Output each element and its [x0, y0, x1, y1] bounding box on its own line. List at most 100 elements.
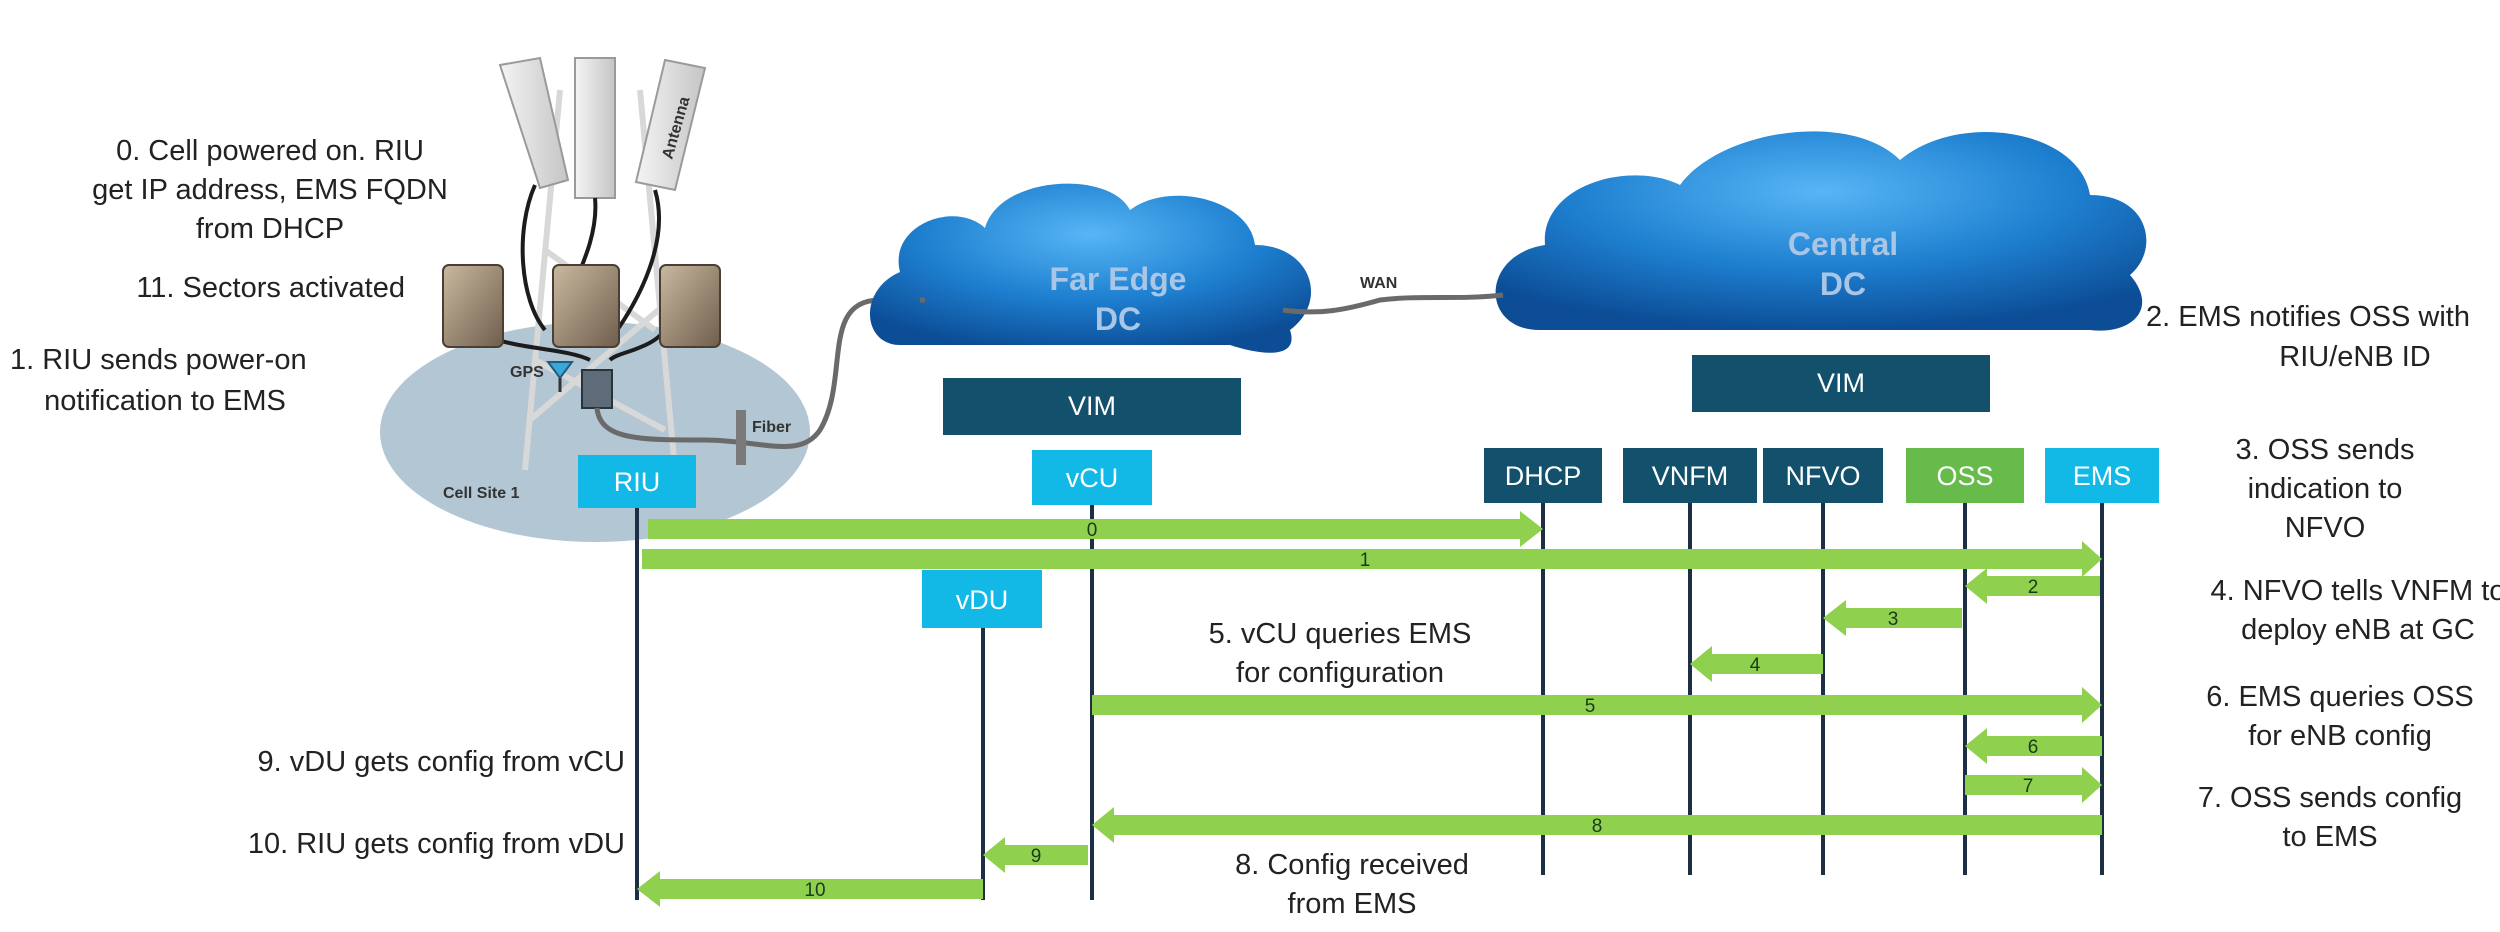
svg-text:1. RIU sends power-on: 1. RIU sends power-on	[10, 344, 307, 376]
vcu-box	[1032, 450, 1152, 505]
message-num-1: 1	[1360, 550, 1371, 571]
svg-text:deploy eNB at GC: deploy eNB at GC	[2241, 614, 2475, 646]
step-4-text: 4. NFVO tells VNFM to deploy eNB at GC	[2211, 575, 2500, 646]
message-arrow-10	[637, 871, 983, 907]
svg-text:NFVO: NFVO	[2285, 512, 2366, 544]
svg-text:for configuration: for configuration	[1236, 657, 1444, 689]
vdu-box	[922, 570, 1042, 628]
ems-box	[2045, 448, 2159, 503]
svg-text:7. OSS sends config: 7. OSS sends config	[2198, 782, 2462, 814]
step-2-text: 2. EMS notifies OSS with RIU/eNB ID	[2146, 301, 2470, 373]
step-9-text: 9. vDU gets config from vCU	[258, 746, 625, 778]
fiber-connector	[736, 410, 746, 465]
message-num-4: 4	[1750, 655, 1761, 676]
svg-text:for eNB config: for eNB config	[2248, 720, 2432, 752]
step-0-text: 0. Cell powered on. RIU get IP address, …	[92, 135, 448, 245]
cell-site-illustration: Antenna GPS Fiber Cell Site 1	[380, 56, 925, 542]
central-label-2: DC	[1820, 266, 1866, 302]
step-3-text: 3. OSS sends indication to NFVO	[2236, 434, 2415, 544]
message-num-10: 10	[804, 880, 825, 901]
far-edge-cloud: Far Edge DC	[869, 183, 1312, 353]
svg-text:get IP address, EMS FQDN: get IP address, EMS FQDN	[92, 174, 448, 206]
message-num-6: 6	[2028, 737, 2039, 758]
riu-label: RIU	[614, 467, 661, 497]
message-num-9: 9	[1031, 846, 1042, 867]
svg-text:notification to EMS: notification to EMS	[44, 385, 286, 417]
message-arrow-7	[1965, 767, 2102, 803]
message-arrow-6	[1965, 728, 2102, 764]
step-5-text: 5. vCU queries EMS for configuration	[1209, 618, 1472, 689]
vim-far-edge-label: VIM	[1068, 391, 1116, 421]
svg-text:5. vCU queries EMS: 5. vCU queries EMS	[1209, 618, 1472, 650]
fiber-cable	[594, 297, 925, 450]
oss-label: OSS	[1936, 461, 1993, 491]
cloud-icon	[1495, 131, 2147, 331]
svg-text:10. RIU gets config from vDU: 10. RIU gets config from vDU	[248, 828, 625, 860]
svg-text:3. OSS sends: 3. OSS sends	[2236, 434, 2415, 466]
central-cloud: Central DC	[1495, 131, 2147, 331]
wan-label: WAN	[1360, 275, 1397, 292]
riu-box	[578, 455, 696, 508]
cell-site-area	[380, 322, 810, 542]
gps-icon	[546, 361, 574, 392]
svg-text:9. vDU gets config from vCU: 9. vDU gets config from vCU	[258, 746, 625, 778]
step-11-text: 11. Sectors activated	[136, 272, 405, 304]
dhcp-box	[1484, 448, 1602, 503]
step-6-text: 6. EMS queries OSS for eNB config	[2206, 681, 2474, 752]
svg-text:8. Config received: 8. Config received	[1235, 849, 1469, 881]
svg-text:11. Sectors activated: 11. Sectors activated	[136, 272, 405, 304]
vdu-label: vDU	[956, 585, 1009, 615]
step-8-text: 8. Config received from EMS	[1235, 849, 1469, 920]
far-edge-label-1: Far Edge	[1050, 261, 1187, 297]
oss-box	[1906, 448, 2024, 503]
radio-unit-icon	[442, 264, 721, 409]
wan-link	[1282, 292, 1504, 315]
cell-site-label: Cell Site 1	[443, 485, 520, 502]
vim-central-box	[1692, 355, 1990, 412]
cloud-icon	[869, 183, 1312, 353]
vnfm-label: VNFM	[1652, 461, 1729, 491]
vnfm-box	[1623, 448, 1757, 503]
svg-text:indication to: indication to	[2248, 473, 2403, 505]
central-label-1: Central	[1788, 226, 1898, 262]
ems-label: EMS	[2073, 461, 2132, 491]
nfvo-box	[1763, 448, 1883, 503]
svg-text:6. EMS queries OSS: 6. EMS queries OSS	[2206, 681, 2474, 713]
step-7-text: 7. OSS sends config to EMS	[2198, 782, 2462, 853]
message-arrow-2	[1965, 568, 2100, 604]
message-arrow-1	[642, 541, 2102, 577]
antenna-icon: Antenna	[498, 56, 707, 199]
message-numbers: 0 1 2 3 4 5 6 7 8 9 10	[804, 520, 2038, 901]
message-arrow-9	[983, 837, 1088, 873]
svg-text:4. NFVO tells VNFM to: 4. NFVO tells VNFM to	[2211, 575, 2500, 607]
message-num-2: 2	[2028, 577, 2039, 598]
vcu-label: vCU	[1066, 463, 1119, 493]
svg-text:RIU/eNB ID: RIU/eNB ID	[2279, 341, 2430, 373]
component-boxes: VIM VIM RIU vCU vDU DHCP VNFM NFVO OSS E…	[578, 355, 2159, 628]
svg-text:from EMS: from EMS	[1288, 888, 1417, 920]
message-num-0: 0	[1087, 520, 1098, 541]
svg-text:0. Cell powered on. RIU: 0. Cell powered on. RIU	[116, 135, 424, 167]
nfvo-label: NFVO	[1785, 461, 1860, 491]
far-edge-label-2: DC	[1095, 301, 1141, 337]
svg-text:from DHCP: from DHCP	[196, 213, 344, 245]
message-num-3: 3	[1888, 609, 1899, 630]
vim-far-edge-box	[943, 378, 1241, 435]
message-arrow-4	[1690, 646, 1823, 682]
dhcp-label: DHCP	[1505, 461, 1582, 491]
message-arrow-3	[1823, 600, 1962, 636]
gps-label: GPS	[510, 364, 544, 381]
svg-text:2. EMS notifies OSS with: 2. EMS notifies OSS with	[2146, 301, 2470, 333]
vim-central-label: VIM	[1817, 368, 1865, 398]
message-num-7: 7	[2023, 776, 2034, 797]
step-10-text: 10. RIU gets config from vDU	[248, 828, 625, 860]
svg-text:to EMS: to EMS	[2282, 821, 2377, 853]
step-annotations: 0. Cell powered on. RIU get IP address, …	[10, 135, 2500, 920]
message-num-8: 8	[1592, 816, 1603, 837]
step-1-text: 1. RIU sends power-on notification to EM…	[10, 344, 307, 417]
message-num-5: 5	[1585, 696, 1596, 717]
message-arrows	[637, 511, 2102, 907]
message-arrow-8	[1092, 807, 2102, 843]
message-arrow-0	[648, 511, 1543, 547]
